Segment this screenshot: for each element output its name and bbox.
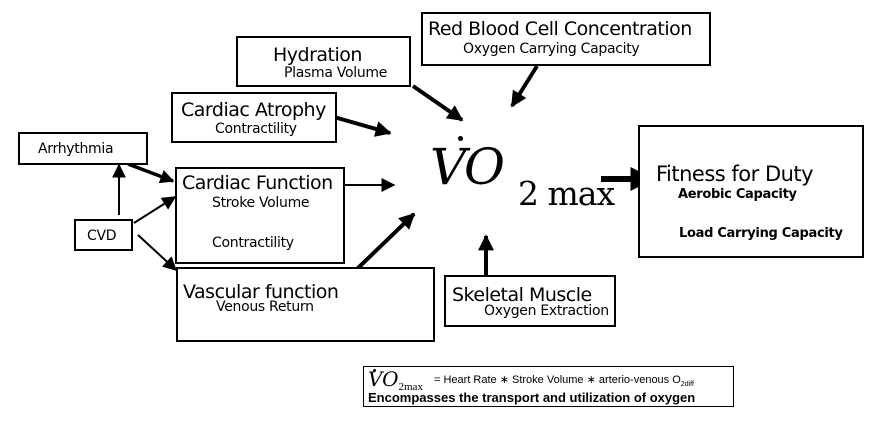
node-cardiac-function-subtitle-stroke-volume: Stroke Volume	[212, 195, 310, 211]
node-red-blood-cell-subtitle: Oxygen Carrying Capacity	[463, 41, 640, 57]
node-skeletal-muscle: Skeletal Muscle Oxygen Extraction	[444, 275, 616, 327]
formula-rhs-text: = Heart Rate ∗ Stroke Volume ∗ arterio-v…	[434, 374, 681, 386]
node-hydration-title: Hydration	[273, 44, 362, 66]
arrow-hydration-to-vo2max	[411, 84, 464, 122]
arrow-cvd-to-vascular	[137, 234, 178, 271]
node-cvd-title: CVD	[87, 228, 117, 244]
arrow-cardiac-atrophy-to-vo2max	[333, 115, 392, 137]
node-skeletal-muscle-title: Skeletal Muscle	[452, 284, 592, 306]
node-cardiac-atrophy-subtitle: Contractility	[215, 121, 297, 137]
formula-v-dot	[373, 369, 376, 372]
node-vascular-function-title: Vascular function	[183, 281, 339, 303]
node-red-blood-cell-title: Red Blood Cell Concentration	[428, 18, 692, 40]
node-arrhythmia-title: Arrhythmia	[38, 141, 114, 157]
node-fitness-subtitle-load: Load Carrying Capacity	[679, 226, 843, 241]
arrow-cvd-to-cardiac-function	[133, 196, 177, 224]
node-red-blood-cell: Red Blood Cell Concentration Oxygen Carr…	[421, 12, 711, 66]
formula-rhs-subscript: 2diff	[680, 381, 694, 388]
node-skeletal-muscle-subtitle: Oxygen Extraction	[484, 303, 609, 319]
formula-caption: Encompasses the transport and utilizatio…	[368, 390, 696, 405]
formula-v: V	[368, 367, 383, 391]
node-cardiac-function-title: Cardiac Function	[182, 172, 333, 194]
arrow-rbc-to-vo2max	[510, 64, 539, 108]
arrow-arrhythmia-to-cardiac-function	[127, 162, 175, 184]
node-hydration-subtitle: Plasma Volume	[284, 65, 388, 81]
node-vascular-function: Vascular function Venous Return	[176, 267, 435, 342]
arrow-vascular-to-vo2max	[355, 212, 416, 271]
node-fitness-title: Fitness for Duty	[656, 162, 814, 186]
node-fitness-subtitle-aerobic: Aerobic Capacity	[678, 187, 797, 202]
vo2max-dot	[458, 136, 463, 141]
formula-rhs: = Heart Rate ∗ Stroke Volume ∗ arterio-v…	[434, 373, 694, 388]
formula-o: O	[382, 367, 399, 391]
node-fitness-for-duty: Fitness for Duty Aerobic Capacity Load C…	[638, 125, 864, 258]
node-cardiac-function-subtitle-contractility: Contractility	[212, 235, 294, 251]
node-vascular-function-subtitle: Venous Return	[216, 299, 314, 315]
formula-lhs-subscript: 2max	[398, 381, 423, 393]
node-arrhythmia: Arrhythmia	[18, 132, 148, 165]
vo2max-symbol: V O 2 max	[428, 128, 615, 218]
node-cardiac-atrophy: Cardiac Atrophy Contractility	[171, 92, 337, 143]
node-cvd: CVD	[74, 219, 133, 251]
vo2max-v: V	[430, 138, 467, 196]
node-hydration: Hydration Plasma Volume	[236, 36, 411, 87]
node-cardiac-atrophy-title: Cardiac Atrophy	[181, 99, 326, 121]
formula-lhs: VO2max	[368, 367, 423, 393]
formula-box: VO2max = Heart Rate ∗ Stroke Volume ∗ ar…	[363, 366, 734, 407]
vo2max-subscript: 2 max	[518, 174, 615, 213]
node-cardiac-function: Cardiac Function Stroke Volume Contracti…	[175, 167, 345, 264]
vo2max-o: O	[464, 138, 505, 196]
